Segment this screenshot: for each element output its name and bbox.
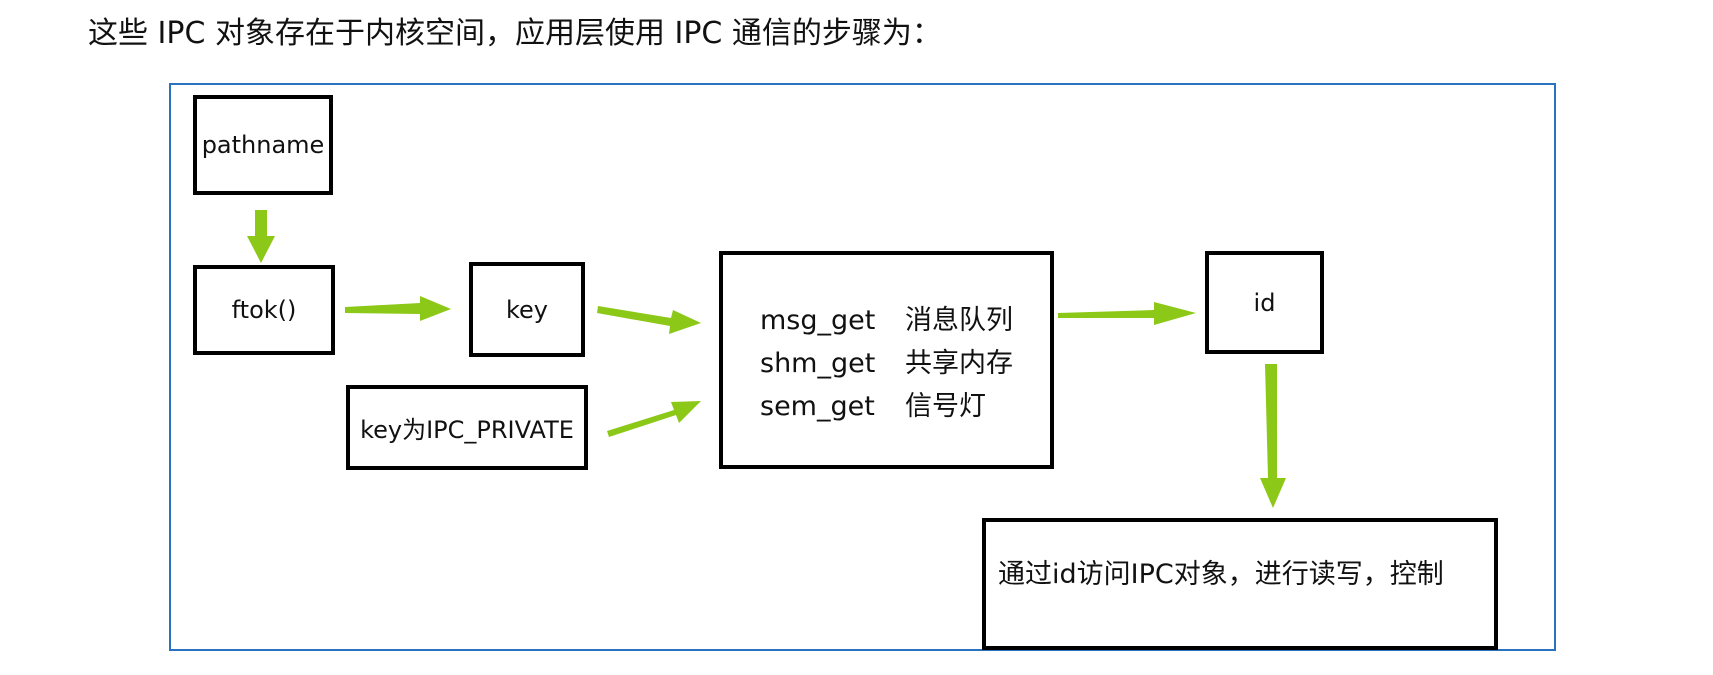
ftok-label: ftok() — [231, 296, 297, 324]
key-label: key — [505, 295, 548, 324]
shm-get-label: shm_get — [760, 347, 876, 379]
intro-text: 这些 IPC 对象存在于内核空间，应用层使用 IPC 通信的步骤为： — [88, 16, 942, 51]
access-label: 通过id访问IPC对象，进行读写，控制 — [998, 559, 1444, 590]
shm-get-desc: 共享内存 — [905, 347, 1013, 379]
pathname-label: pathname — [201, 131, 325, 159]
get-call-row: msg_get 消息队列 — [760, 298, 1013, 337]
key-box: key — [469, 262, 585, 357]
ftok-box: ftok() — [193, 265, 335, 355]
pathname-box: pathname — [193, 95, 333, 195]
key-private-label: key为IPC_PRIVATE — [360, 416, 574, 444]
id-label: id — [1253, 288, 1276, 317]
get-call-row: sem_get 信号灯 — [760, 384, 1013, 423]
msg-get-desc: 消息队列 — [905, 304, 1013, 336]
access-box: 通过id访问IPC对象，进行读写，控制 — [982, 518, 1498, 650]
key-private-box: key为IPC_PRIVATE — [346, 385, 588, 470]
id-box: id — [1205, 251, 1324, 354]
get-call-row: shm_get 共享内存 — [760, 341, 1013, 380]
get-calls-list: msg_get 消息队列 shm_get 共享内存 sem_get 信号灯 — [760, 298, 1013, 423]
get-calls-box: msg_get 消息队列 shm_get 共享内存 sem_get 信号灯 — [719, 251, 1054, 469]
sem-get-desc: 信号灯 — [905, 390, 986, 422]
sem-get-label: sem_get — [760, 390, 875, 422]
msg-get-label: msg_get — [760, 304, 876, 336]
diagram-frame — [169, 83, 1556, 651]
